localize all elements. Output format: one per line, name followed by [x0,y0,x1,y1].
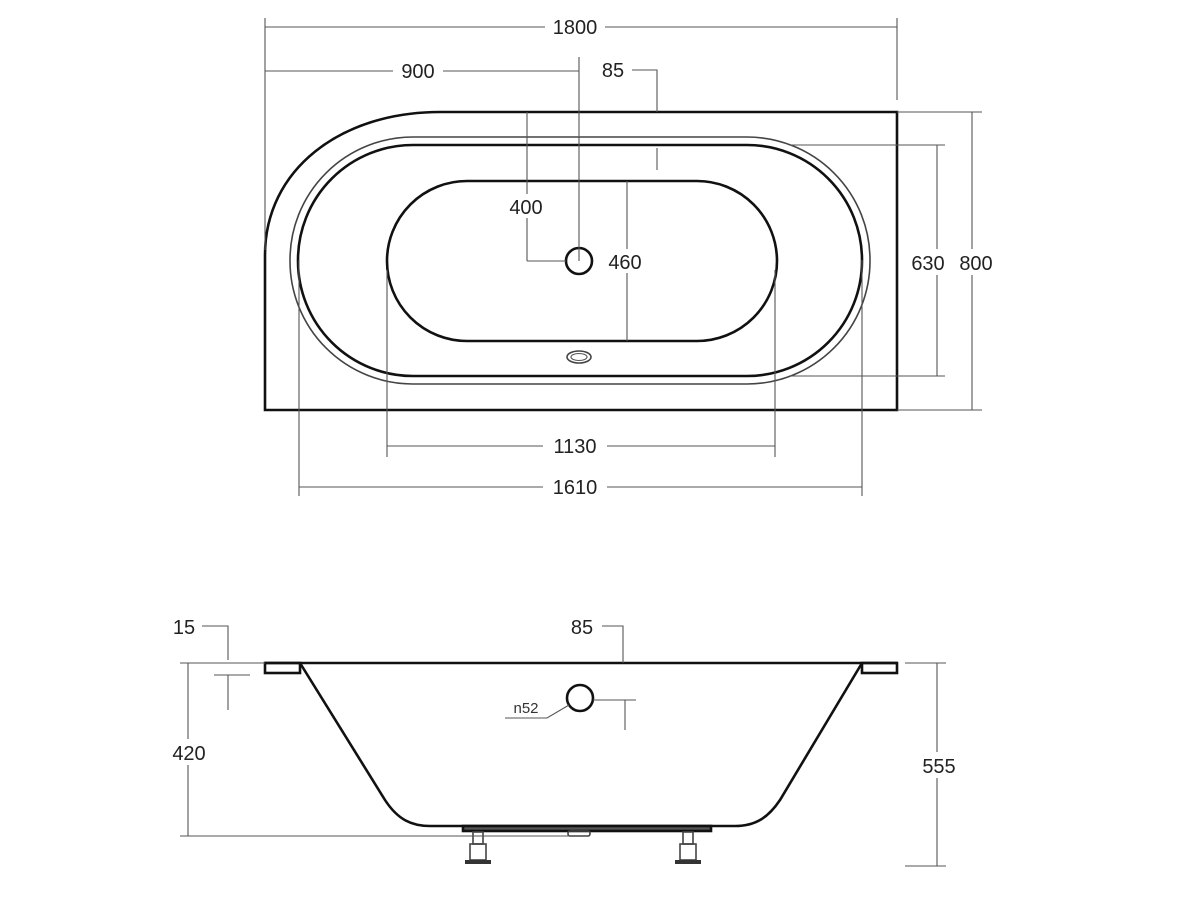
dim-rim-thickness: 15 [173,617,195,639]
dim-rim-width: 85 [602,60,624,82]
tub-body-side [298,662,864,828]
basin [385,179,779,343]
rim-left [263,661,302,675]
side-view: 15 85 n52 420 555 [166,617,962,867]
dim-1800: 1800 [264,15,898,250]
dim-overflow-diameter: n52 [513,700,538,717]
dim-460: 460 [602,181,648,341]
dim-rim-inner-width: 630 [911,253,944,275]
drain-hole [566,350,592,364]
dim-85-side: 85 [571,617,624,663]
top-view: 1800 900 85 400 460 [263,15,999,499]
dim-half-length: 900 [401,61,434,83]
dim-1610: 1610 [298,260,863,499]
dim-630: 630 [790,144,950,377]
drain-outlet [567,830,591,837]
dim-400: 400 [503,112,566,262]
foot-right [675,831,701,864]
dim-420: 420 [166,662,570,837]
dim-overflow-offset: 400 [509,197,542,219]
dim-n52: n52 [505,699,636,730]
dim-inner-depth: 420 [172,743,205,765]
dim-overall-height: 555 [922,756,955,778]
dim-1130: 1130 [386,270,776,458]
rim-right [860,661,899,675]
dim-900: 900 [265,57,580,261]
dim-555: 555 [905,662,962,867]
dim-inner-width: 460 [608,252,641,274]
tub-outline-top [263,110,899,412]
foot-left [465,831,491,864]
dim-800: 800 [897,111,999,411]
dim-overall-width: 800 [959,253,992,275]
dim-overall-length: 1800 [553,17,598,39]
dim-rim-inner-length: 1610 [553,477,598,499]
dim-85-top: 85 [602,60,658,170]
rim-outer [289,136,871,385]
dim-inner-length: 1130 [553,436,596,458]
overflow-hole-side [565,683,595,713]
dim-rim-width-side: 85 [571,617,593,639]
dim-15: 15 [173,617,250,710]
